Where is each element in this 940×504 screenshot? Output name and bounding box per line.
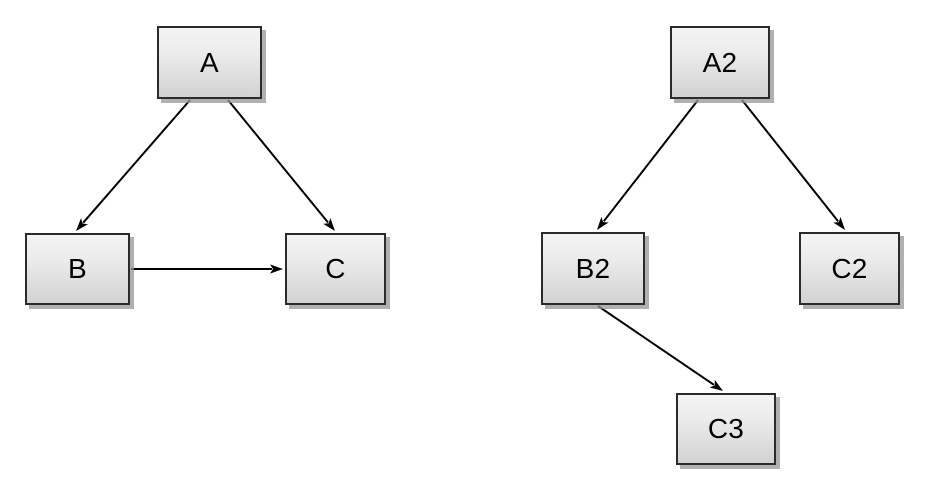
node-b2[interactable]: B2	[541, 232, 645, 305]
node-b[interactable]: B	[25, 233, 130, 305]
node-c[interactable]: C	[285, 233, 386, 305]
edge-b-c	[131, 264, 283, 274]
node-label: A	[200, 46, 219, 78]
node-label: C	[325, 253, 346, 284]
edge-a2-c2	[741, 99, 845, 230]
node-a[interactable]: A	[157, 26, 262, 99]
arrowhead-icon	[76, 218, 89, 231]
edge-line	[602, 99, 699, 222]
arrowhead-icon	[597, 216, 609, 230]
arrowhead-icon	[833, 216, 845, 230]
node-label: B2	[575, 252, 611, 284]
arrowhead-icon	[323, 218, 335, 231]
arrowhead-icon	[270, 264, 283, 274]
node-c3[interactable]: C3	[676, 393, 776, 465]
edge-line	[82, 99, 191, 224]
edge-line	[597, 305, 715, 386]
edge-line	[227, 99, 329, 224]
node-a2[interactable]: A2	[670, 26, 770, 99]
node-label: C3	[707, 413, 745, 444]
arrowhead-icon	[709, 379, 723, 391]
node-label: B	[68, 253, 87, 284]
edge-b2-c3	[597, 305, 723, 391]
node-label: C2	[831, 252, 868, 284]
edge-a2-b2	[597, 99, 699, 230]
node-label: A2	[702, 46, 738, 78]
edge-line	[741, 99, 839, 222]
edge-a-c	[227, 99, 335, 231]
node-c2[interactable]: C2	[799, 232, 900, 305]
edge-a-b	[76, 99, 191, 231]
